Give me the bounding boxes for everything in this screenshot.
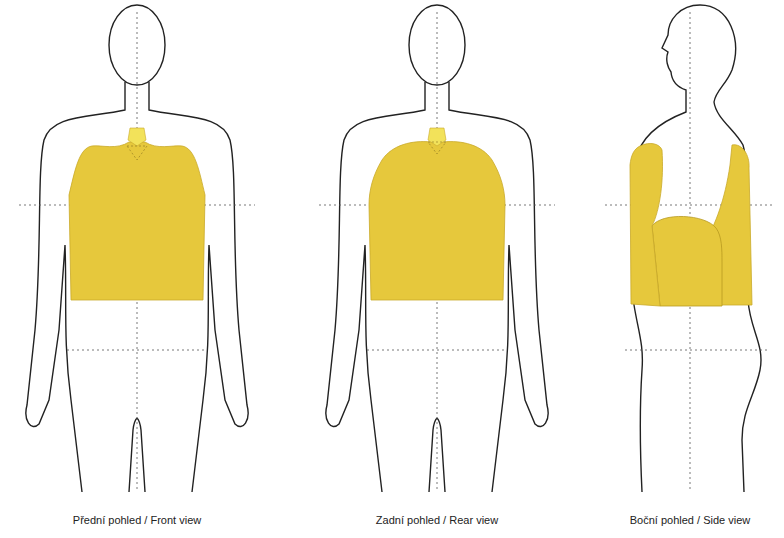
view-caption: Zadní pohled / Rear view [376, 514, 498, 526]
view-caption: Přední pohled / Front view [73, 514, 201, 526]
view-caption: Boční pohled / Side view [630, 514, 750, 526]
